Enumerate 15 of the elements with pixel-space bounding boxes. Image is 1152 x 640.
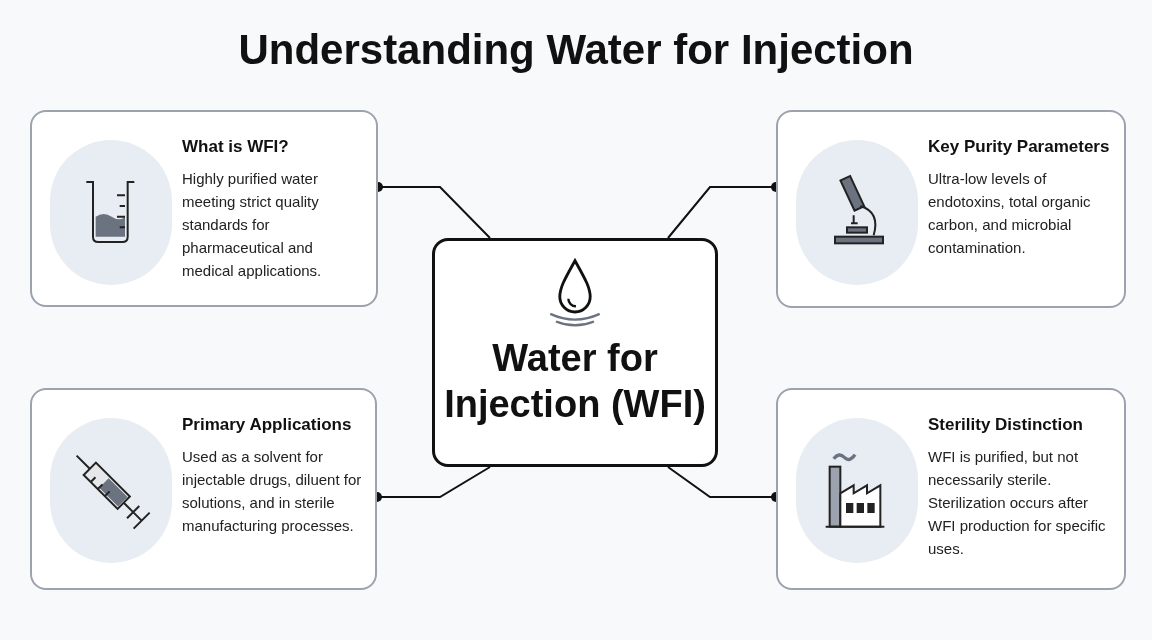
card-heading: What is WFI? <box>182 136 290 158</box>
info-card <box>30 110 378 307</box>
central-title: Water for Injection (WFI) <box>443 336 707 427</box>
card-description: Ultra-low levels of endotoxins, total organic carbon, and microbial contamination. <box>928 169 1092 259</box>
info-card <box>776 388 1126 590</box>
card-heading: Primary Applications <box>182 414 353 436</box>
card-description: Used as a solvent for injectable drugs, diluent for solutions, and in sterile manufacturing processes. <box>182 447 363 537</box>
card-heading: Sterility Distinction <box>928 414 1084 436</box>
card-description: WFI is purified, but not necessarily sterile. Sterilization occurs after WFI production for specific uses. <box>928 447 1107 560</box>
card-description: Highly purified water meeting strict quality standards for pharmaceutical and medical applications. <box>182 169 323 282</box>
central-box <box>432 238 718 467</box>
title: Understanding Water for Injection <box>237 25 915 75</box>
card-heading: Key Purity Parameters <box>928 136 1111 158</box>
info-card <box>30 388 377 590</box>
info-card <box>776 110 1126 308</box>
